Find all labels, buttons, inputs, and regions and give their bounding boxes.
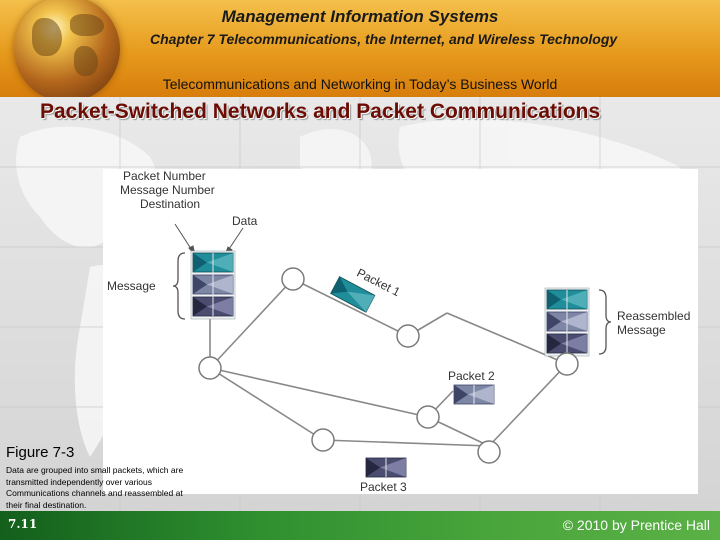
packet-3 xyxy=(365,457,407,478)
label-packet-2: Packet 2 xyxy=(448,369,495,383)
copyright: © 2010 by Prentice Hall xyxy=(562,517,710,533)
packet-switching-diagram: Packet Number Message Number Destination… xyxy=(107,169,690,494)
network-node xyxy=(396,324,420,348)
network-node xyxy=(198,356,222,380)
course-title: Management Information Systems xyxy=(221,7,499,26)
packet-2 xyxy=(453,384,495,405)
label-data: Data xyxy=(232,214,258,228)
label-packet-number: Packet Number xyxy=(123,169,206,183)
label-message-number: Message Number xyxy=(120,183,215,197)
network-links xyxy=(209,278,568,447)
figure-caption: Data are grouped into small packets, whi… xyxy=(6,465,184,510)
network-node xyxy=(477,440,501,464)
network-node xyxy=(281,267,305,291)
section-title: Telecommunications and Networking in Tod… xyxy=(162,76,558,92)
message-brace xyxy=(172,252,186,320)
network-node xyxy=(555,352,579,376)
message-packet-stack xyxy=(190,250,236,320)
diagram-panel: Packet Number Message Number Destination… xyxy=(103,169,698,494)
chapter-title: Chapter 7 Telecommunications, the Intern… xyxy=(150,31,618,47)
footer-band: 7.11 © 2010 by Prentice Hall xyxy=(0,511,720,540)
reassembled-packet-stack xyxy=(544,287,590,357)
network-node xyxy=(416,405,440,429)
label-reassembled-2: Message xyxy=(617,323,666,337)
page-number: 7.11 xyxy=(8,517,38,531)
label-packet-3: Packet 3 xyxy=(360,480,407,494)
figure-label: Figure 7-3 xyxy=(6,444,75,461)
label-reassembled-1: Reassembled xyxy=(617,309,690,323)
reassembled-brace xyxy=(598,289,612,355)
label-destination: Destination xyxy=(140,197,200,211)
network-node xyxy=(311,428,335,452)
header-band: Management Information Systems Chapter 7… xyxy=(0,0,720,102)
globe-icon xyxy=(14,0,120,102)
label-message: Message xyxy=(107,279,156,293)
slide-title: Packet-Switched Networks and Packet Comm… xyxy=(40,100,601,123)
